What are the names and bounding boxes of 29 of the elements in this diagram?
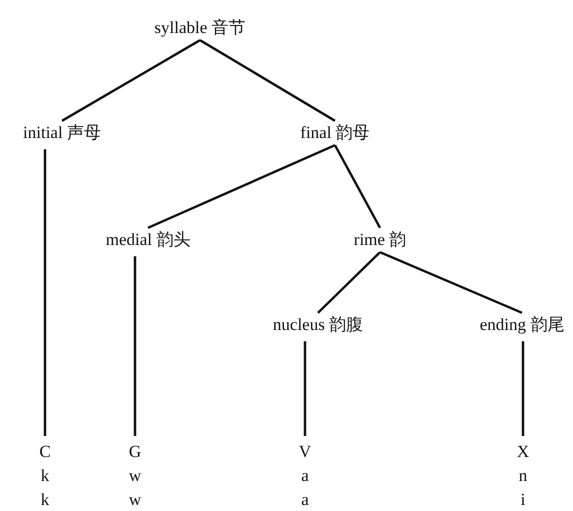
tree-branch [380, 251, 522, 314]
tree-branch [522, 341, 524, 436]
phoneme-letter: C [39, 441, 51, 463]
phoneme-letter: n [518, 465, 528, 487]
phoneme-letter: G [128, 441, 142, 463]
phoneme-letter: i [520, 489, 526, 511]
tree-branch [148, 144, 336, 229]
phoneme-letter: a [300, 465, 310, 487]
category-label: initial 声母 [23, 122, 101, 144]
tree-branch [44, 149, 46, 436]
category-label: medial 韵头 [106, 230, 190, 250]
tree-branch [199, 39, 336, 122]
tree-branch [317, 251, 381, 314]
phoneme-letter: a [300, 489, 310, 511]
phoneme-letter: k [40, 465, 50, 487]
tree-branch [134, 256, 136, 436]
tree-branch [304, 341, 306, 436]
phoneme-letter: k [40, 489, 50, 511]
phoneme-letter: w [128, 465, 142, 487]
phoneme-letter: X [516, 441, 530, 463]
tree-branch [61, 39, 201, 122]
phoneme-letter: w [128, 489, 142, 511]
category-label: syllable 音节 [154, 18, 246, 38]
category-label: ending 韵尾 [480, 314, 564, 336]
category-label: nucleus 韵腹 [272, 314, 364, 336]
phoneme-letter: V [298, 441, 312, 463]
category-label: rime 韵 [354, 230, 406, 250]
tree-branch [334, 144, 382, 228]
category-label: final 韵母 [300, 122, 370, 144]
